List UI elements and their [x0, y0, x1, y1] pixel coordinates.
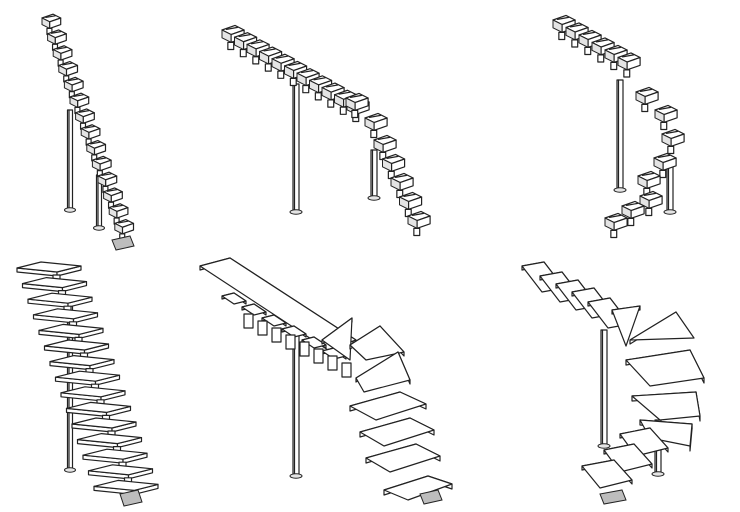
- tread: [355, 351, 411, 393]
- tread: [349, 391, 427, 421]
- frame-module: [390, 172, 414, 199]
- tread: [261, 314, 287, 327]
- bracket: [257, 320, 268, 336]
- tread: [71, 417, 137, 433]
- tread: [281, 325, 307, 338]
- frame-module: [91, 155, 112, 178]
- frame-module: [637, 170, 661, 197]
- frame-module: [108, 203, 129, 225]
- bracket: [285, 334, 296, 350]
- tread: [32, 308, 99, 324]
- frame-half-turn: [552, 14, 685, 239]
- tread: [49, 355, 115, 371]
- tread: [21, 277, 88, 293]
- tread: [383, 475, 453, 501]
- frame-module: [654, 104, 678, 131]
- frame-module: [69, 92, 90, 115]
- bracket: [313, 348, 324, 364]
- frame-module: [621, 200, 645, 227]
- frame-module: [52, 45, 73, 67]
- frame-module: [246, 39, 270, 65]
- frame-quarter-turn: [221, 24, 431, 237]
- frame-module: [364, 112, 388, 139]
- tread: [87, 464, 154, 480]
- frame-straight: [41, 13, 135, 251]
- tread: [65, 401, 132, 417]
- base-plate: [119, 489, 143, 507]
- tread: [321, 317, 353, 361]
- bracket: [243, 313, 254, 329]
- frame-module: [407, 210, 431, 237]
- tread: [82, 448, 148, 464]
- tread: [581, 459, 633, 489]
- base-plate: [111, 235, 135, 251]
- tread: [199, 257, 357, 351]
- frame-module: [661, 128, 685, 155]
- frame-module: [80, 124, 101, 146]
- frame-module: [114, 218, 135, 241]
- bracket: [327, 355, 338, 371]
- tread: [38, 323, 104, 339]
- frame-module: [373, 134, 397, 161]
- frame-module: [653, 152, 677, 179]
- bracket: [341, 362, 352, 378]
- tread: [639, 419, 693, 452]
- tread: [629, 311, 695, 345]
- frame-module: [63, 76, 84, 99]
- frame-module: [398, 191, 423, 218]
- tread: [365, 443, 441, 473]
- frame-module: [41, 13, 62, 36]
- tread: [241, 303, 267, 316]
- base-plate: [599, 489, 627, 505]
- frame-module: [58, 60, 79, 83]
- support-post: [613, 79, 627, 193]
- frame-module: [258, 46, 283, 72]
- tread: [221, 292, 247, 305]
- frame-module: [345, 92, 369, 119]
- tread: [27, 292, 93, 308]
- treads-half-turn: [521, 261, 705, 505]
- support-post: [367, 149, 381, 201]
- tread: [43, 339, 110, 355]
- tread: [359, 417, 435, 447]
- tread: [76, 433, 143, 449]
- bracket: [271, 327, 282, 343]
- frame-module: [639, 190, 663, 217]
- support-post: [289, 83, 303, 215]
- treads-quarter-turn: [199, 257, 453, 505]
- tread: [16, 261, 82, 277]
- frame-module: [617, 52, 641, 78]
- bracket: [299, 341, 310, 357]
- frame-module: [604, 44, 628, 71]
- frame-module: [381, 153, 406, 180]
- support-post: [597, 329, 611, 449]
- tread: [54, 370, 121, 386]
- tread: [349, 325, 405, 361]
- frame-module: [97, 171, 118, 194]
- tread: [625, 349, 705, 387]
- frame-module: [604, 212, 628, 239]
- frame-module: [578, 29, 602, 56]
- frame-module: [74, 108, 95, 130]
- treads-straight: [16, 261, 159, 507]
- tread: [611, 305, 641, 347]
- frame-module: [635, 86, 659, 113]
- tread: [631, 391, 701, 422]
- base-plate: [419, 489, 443, 505]
- support-post: [64, 109, 76, 213]
